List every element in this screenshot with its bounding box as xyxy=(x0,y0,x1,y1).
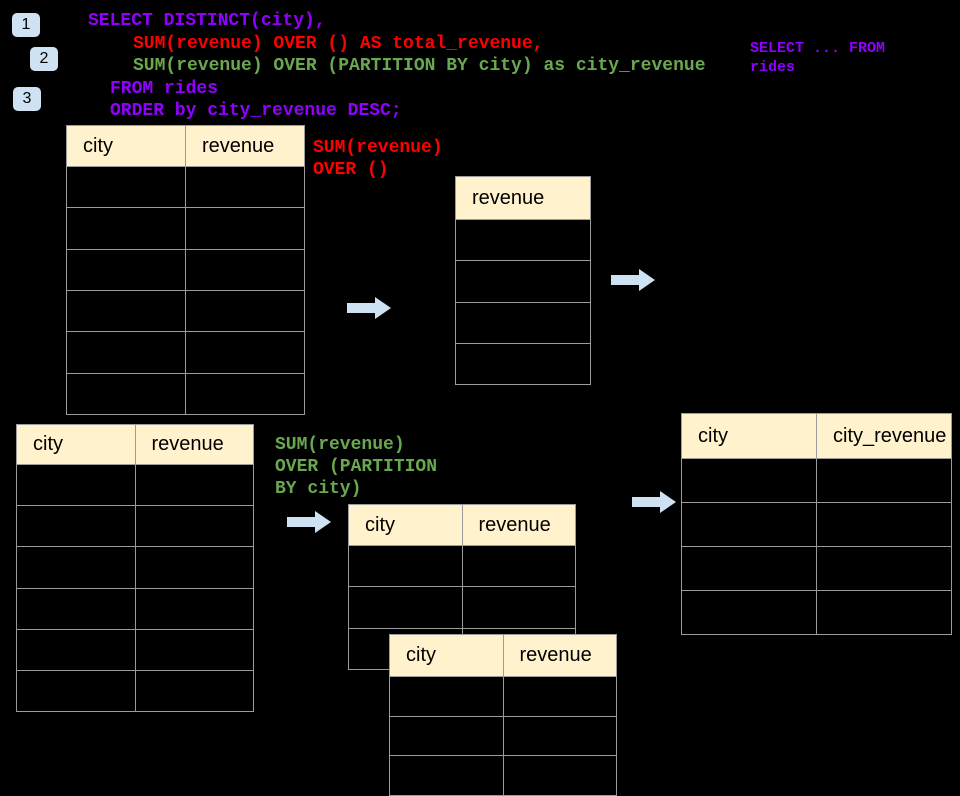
column-header-city: city xyxy=(83,134,113,157)
slide-canvas: { "colors": { "background": "#000000", "… xyxy=(12,11,952,796)
table-row xyxy=(17,505,253,547)
column-header-revenue: revenue xyxy=(185,126,304,166)
step-badge-label: 1 xyxy=(21,16,31,33)
right-arrow-icon xyxy=(611,269,655,291)
corner-note-line2: rides xyxy=(750,59,796,76)
step-badge-2: 2 xyxy=(30,47,58,71)
table-row xyxy=(17,546,253,588)
step-badge-label: 3 xyxy=(22,90,32,107)
table-row xyxy=(67,207,304,249)
table-row xyxy=(67,248,304,290)
table-partition-a: city revenue xyxy=(348,504,576,670)
sql-line-total-revenue: SUM(revenue) OVER () AS total_revenue, xyxy=(133,34,544,54)
sql-line-from: FROM rides xyxy=(110,79,219,99)
table-header-row: city revenue xyxy=(390,635,616,677)
table-rides-bottom: city revenue xyxy=(16,424,254,712)
column-header-revenue: revenue xyxy=(502,635,617,676)
table-revenue-total: revenue xyxy=(455,176,591,385)
column-header-city: city xyxy=(406,644,436,666)
table-rides-top: city revenue xyxy=(66,125,305,415)
table-header-row: city revenue xyxy=(349,505,575,546)
table-row xyxy=(349,546,575,587)
table-row xyxy=(456,220,590,260)
table-row xyxy=(682,546,951,590)
table-row xyxy=(349,586,575,628)
column-header-revenue: revenue xyxy=(472,186,545,209)
right-arrow-icon xyxy=(632,491,676,513)
step-badge-3: 3 xyxy=(13,87,41,111)
table-row xyxy=(456,301,590,343)
table-header-row: city revenue xyxy=(17,425,253,465)
table-row xyxy=(67,331,304,373)
table-row xyxy=(682,459,951,502)
table-row xyxy=(456,342,590,384)
table-city-revenue-result: city city_revenue xyxy=(681,413,952,635)
partition-label-line2: OVER (PARTITION xyxy=(275,457,438,477)
table-row xyxy=(67,167,304,208)
step-badge-1: 1 xyxy=(12,13,40,37)
step-badge-label: 2 xyxy=(39,50,49,67)
right-arrow-icon xyxy=(347,297,391,319)
table-row xyxy=(682,502,951,546)
column-header-revenue: revenue xyxy=(134,425,254,464)
total-label-line1: SUM(revenue) xyxy=(313,138,443,158)
table-row xyxy=(456,260,590,301)
table-header-row: city city_revenue xyxy=(682,414,951,459)
sql-line-select: SELECT DISTINCT(city), xyxy=(88,11,326,31)
table-header-row: city revenue xyxy=(67,126,304,167)
table-row xyxy=(17,669,253,712)
table-row xyxy=(682,590,951,634)
table-row xyxy=(17,628,253,670)
table-partition-b: city revenue xyxy=(389,634,617,796)
partition-label-line1: SUM(revenue) xyxy=(275,435,405,455)
column-header-city: city xyxy=(33,433,63,455)
table-row xyxy=(17,465,253,506)
table-row xyxy=(67,289,304,332)
total-label-line2: OVER () xyxy=(313,160,389,180)
column-header-city: city xyxy=(365,513,395,536)
table-row xyxy=(390,677,616,716)
right-arrow-icon xyxy=(287,511,331,533)
sql-line-order-by: ORDER by city_revenue DESC; xyxy=(110,101,402,121)
column-header-city: city xyxy=(698,424,728,447)
corner-note-line1: SELECT ... FROM xyxy=(750,40,886,57)
sql-line-city-revenue: SUM(revenue) OVER (PARTITION BY city) as… xyxy=(133,56,706,76)
partition-label-line3: BY city) xyxy=(275,479,362,499)
table-row xyxy=(67,372,304,414)
table-row xyxy=(17,587,253,629)
column-header-revenue: revenue xyxy=(461,505,576,545)
table-row xyxy=(390,755,616,796)
table-row xyxy=(390,715,616,756)
table-header-row: revenue xyxy=(456,177,590,220)
column-header-city-revenue: city_revenue xyxy=(816,414,951,458)
